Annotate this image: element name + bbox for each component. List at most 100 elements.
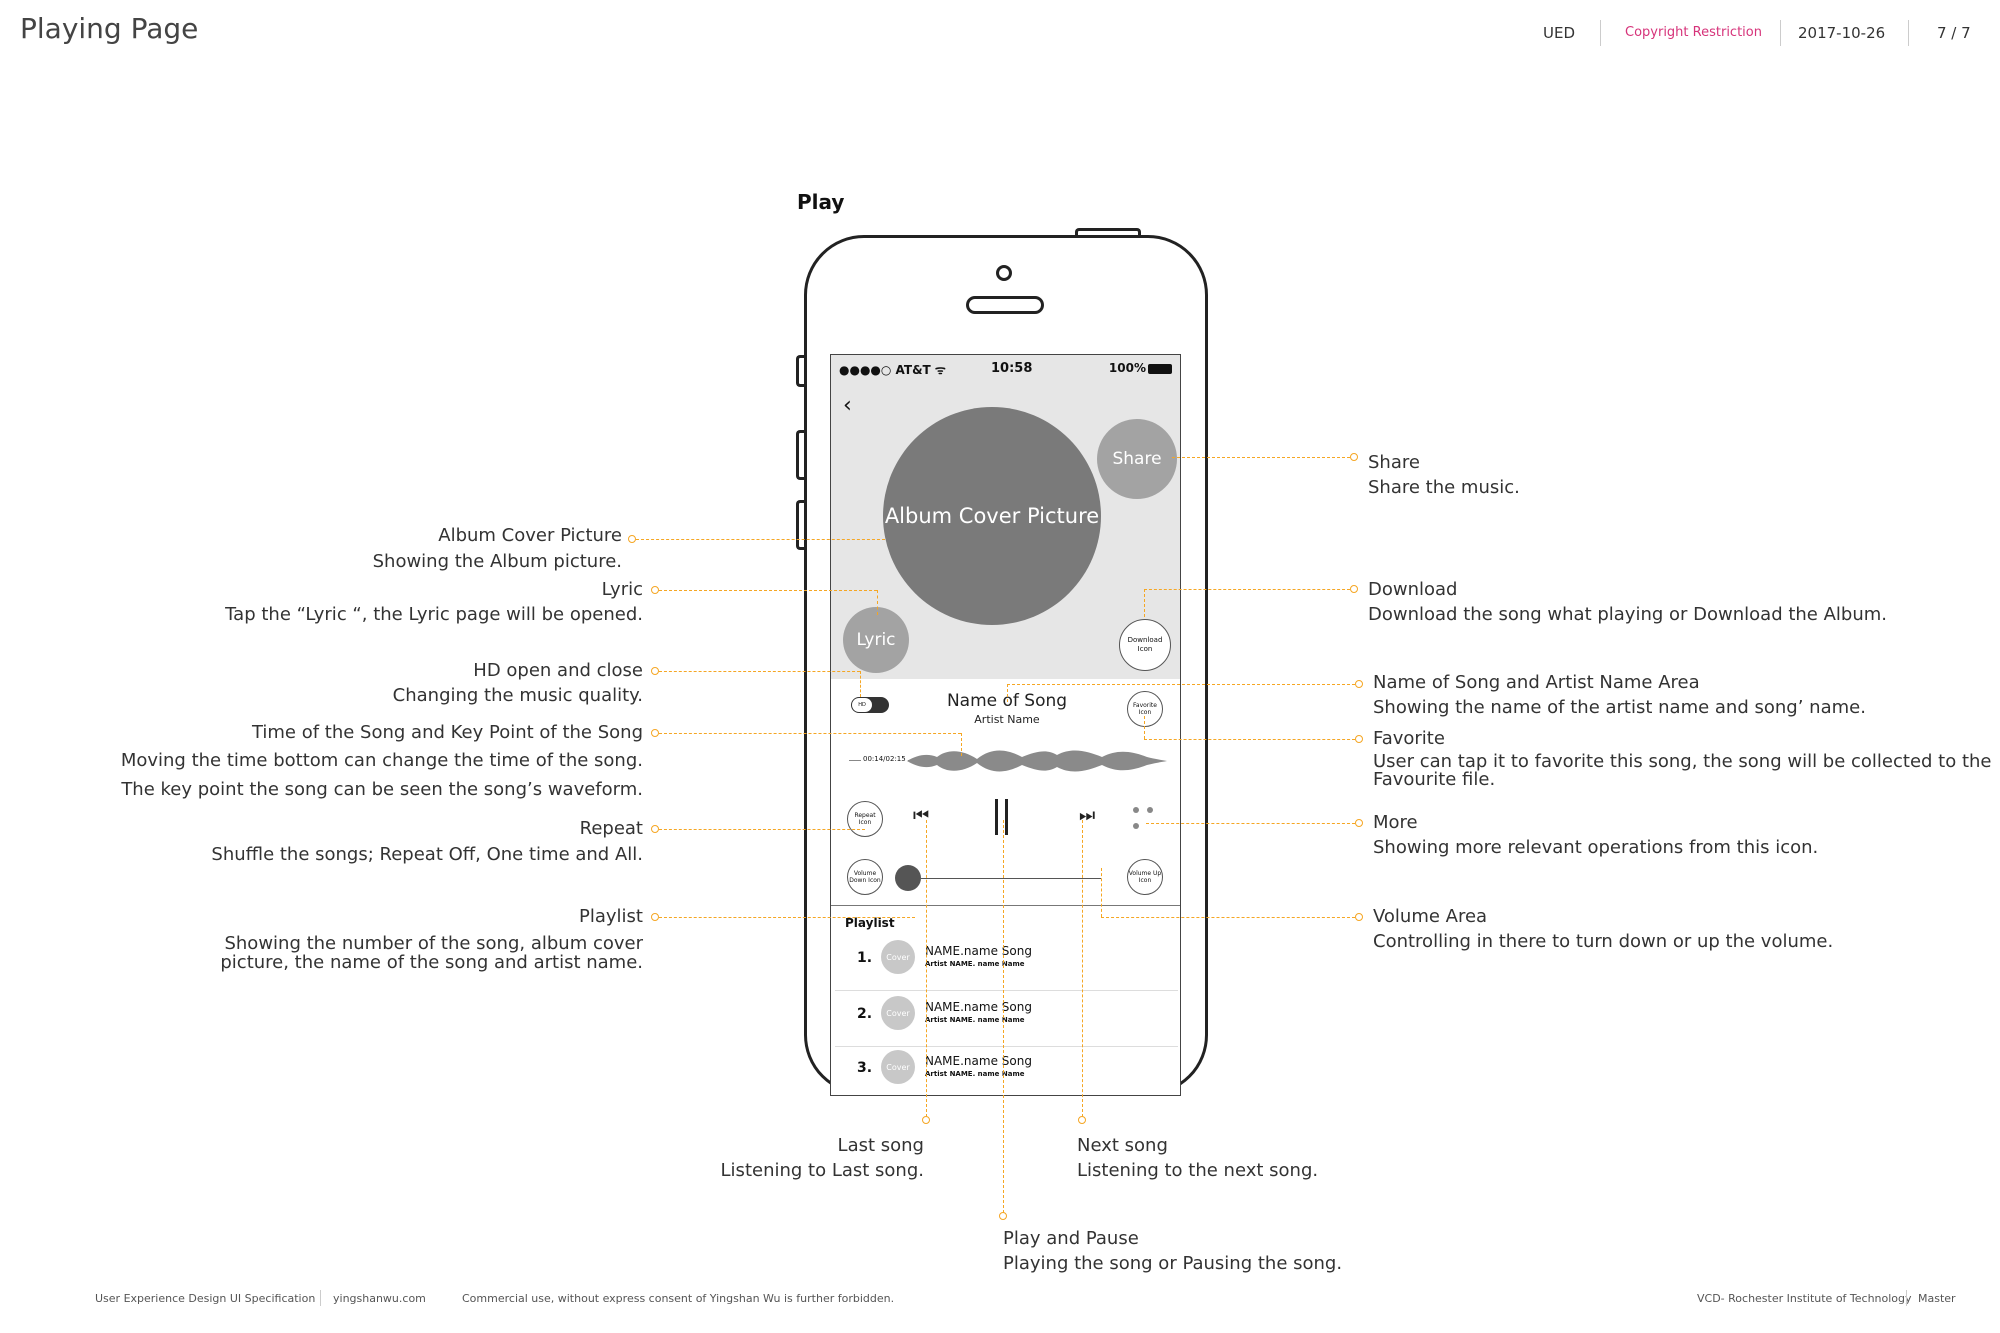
song-waveform[interactable] (907, 745, 1167, 777)
volume-up-icon[interactable]: Volume Up Icon (1127, 859, 1163, 895)
leader-dot (651, 825, 659, 833)
song-name: Name of Song (946, 691, 1068, 711)
leader-favorite (1144, 716, 1145, 739)
pause-icon[interactable] (995, 799, 1013, 835)
leader-lyric (877, 590, 878, 615)
volume-track[interactable] (921, 878, 1101, 879)
annotation-favorite-desc2: Favourite file. (1373, 769, 1496, 790)
annotation-next-song-desc: Listening to the next song. (1077, 1160, 1319, 1181)
leader-dot (1355, 680, 1363, 688)
status-carrier: ●●●●○ AT&T ᯤ (839, 363, 946, 377)
list-item[interactable]: 2. Cover NAME.name Song Artist NAME. nam… (831, 988, 1180, 1044)
footer-school: VCD- Rochester Institute of Technology (1697, 1292, 1912, 1305)
back-chevron-icon[interactable]: ‹ (843, 393, 852, 418)
status-battery-text: 100% (1108, 361, 1146, 375)
leader-volume (1101, 917, 1355, 918)
annotation-title: Album Cover Picture (438, 525, 622, 546)
leader-dot (999, 1212, 1007, 1220)
song-artist: Artist NAME. name Name (925, 1016, 1025, 1024)
annotation-last-song-desc: Listening to Last song. (720, 1160, 924, 1181)
phone-screen: ●●●●○ AT&T ᯤ 10:58 100% ‹ Album Cover Pi… (830, 354, 1181, 1096)
song-title: NAME.name Song (925, 1000, 1032, 1014)
annotation-play-pause-desc: Playing the song or Pausing the song. (1003, 1253, 1343, 1274)
song-title: NAME.name Song (925, 944, 1032, 958)
leader-dot (651, 913, 659, 921)
phone-power-button (1075, 228, 1141, 238)
song-title: NAME.name Song (925, 1054, 1032, 1068)
leader-dot (651, 667, 659, 675)
header-page-number: 7 / 7 (1937, 24, 1971, 42)
leader-dot (1355, 735, 1363, 743)
repeat-icon[interactable]: Repeat Icon (847, 801, 883, 837)
favorite-icon[interactable]: Favorite Icon (1127, 691, 1163, 727)
list-item[interactable]: 3. Cover NAME.name Song Artist NAME. nam… (831, 1042, 1180, 1095)
hd-toggle[interactable]: HD (851, 697, 889, 713)
volume-knob[interactable] (895, 865, 921, 891)
leader-dot (1078, 1116, 1086, 1124)
annotation-time: Time of the Song and Key Point of the So… (251, 722, 643, 743)
leader-download (1144, 589, 1145, 617)
annotation-name-area-desc: Showing the name of the artist name and … (1373, 697, 1866, 718)
annotation-repeat-desc: Shuffle the songs; Repeat Off, One time … (211, 844, 643, 865)
footer-spec: User Experience Design UI Specification (95, 1292, 316, 1305)
list-divider (835, 1046, 1178, 1047)
page-title: Playing Page (20, 12, 199, 45)
leader-lyric (659, 590, 877, 591)
hd-toggle-knob: HD (852, 698, 872, 712)
song-number: 1. (857, 950, 873, 966)
leader-download (1144, 589, 1350, 590)
annotation-more: More (1373, 812, 1418, 833)
footer-site[interactable]: yingshanwu.com (333, 1292, 426, 1305)
annotation-download-desc: Download the song what playing or Downlo… (1368, 604, 1888, 625)
leader-dot (922, 1116, 930, 1124)
time-indicator[interactable]: 00:14/02:15 (861, 755, 908, 763)
album-cover-picture: Album Cover Picture (883, 407, 1101, 625)
more-icon[interactable] (1133, 807, 1163, 837)
annotation-repeat: Repeat (579, 818, 643, 839)
annotation-download: Download (1368, 579, 1458, 600)
leader-favorite (1144, 739, 1355, 740)
song-number: 3. (857, 1060, 873, 1076)
footer-degree: Master (1918, 1292, 1956, 1305)
footer-divider (320, 1290, 321, 1306)
footer-notice: Commercial use, without express consent … (462, 1292, 895, 1305)
song-number: 2. (857, 1006, 873, 1022)
share-button[interactable]: Share (1097, 419, 1177, 499)
song-artist: Artist NAME. name Name (925, 1070, 1025, 1078)
next-song-icon[interactable]: ⏭ (1079, 805, 1096, 826)
leader-dot (1355, 913, 1363, 921)
song-artist: Artist NAME. name Name (925, 960, 1025, 968)
annotation-favorite: Favorite (1373, 728, 1445, 749)
song-cover: Cover (881, 940, 915, 974)
playlist: Playlist 1. Cover NAME.name Song Artist … (831, 905, 1180, 1095)
download-icon[interactable]: Download Icon (1119, 619, 1171, 671)
leader-more (1146, 823, 1355, 824)
leader-dot (1355, 819, 1363, 827)
artist-name: Artist Name (974, 713, 1040, 726)
leader-next-song (1082, 820, 1083, 1117)
playlist-title: Playlist (845, 916, 895, 930)
header-divider (1780, 20, 1781, 46)
phone-speaker (966, 296, 1044, 314)
volume-down-icon[interactable]: Volume Down Icon (847, 859, 883, 895)
annotation-last-song: Last song (837, 1135, 924, 1156)
leader-last-song (926, 820, 927, 1117)
annotation-playlist-desc1: Showing the number of the song, album co… (224, 933, 643, 954)
lyric-button[interactable]: Lyric (843, 607, 909, 673)
list-item[interactable]: 1. Cover NAME.name Song Artist NAME. nam… (831, 932, 1180, 988)
leader-dot (1350, 585, 1358, 593)
leader-dot (651, 586, 659, 594)
leader-play-pause (1003, 820, 1004, 1213)
annotation-next-song: Next song (1077, 1135, 1168, 1156)
annotation-playlist-desc2: picture, the name of the song and artist… (220, 952, 643, 973)
phone-volume-up-button (796, 430, 806, 480)
last-song-icon[interactable]: ⏮ (913, 805, 930, 826)
annotation-hd-desc: Changing the music quality. (392, 685, 643, 706)
header-divider (1600, 20, 1601, 46)
annotation-share: Share (1368, 452, 1420, 473)
footer-divider (1906, 1290, 1907, 1306)
annotation-time-desc2: The key point the song can be seen the s… (121, 779, 643, 800)
list-divider (835, 990, 1178, 991)
leader-dot (651, 729, 659, 737)
leader-repeat (659, 829, 865, 830)
